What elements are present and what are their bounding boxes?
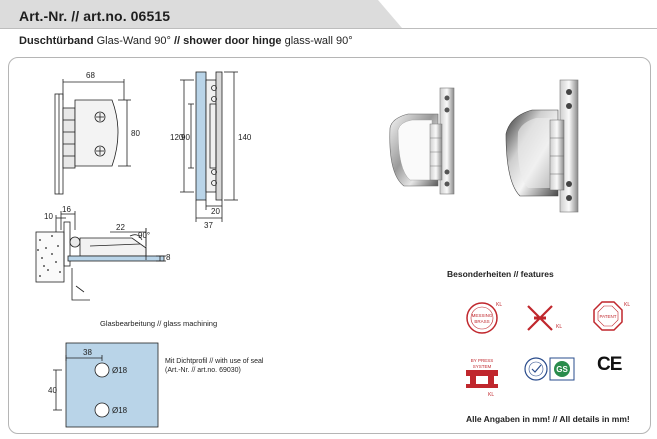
badge-patent-text: PATENT xyxy=(599,314,616,319)
all-details-note: Alle Angaben in mm! // All details in mm… xyxy=(466,414,630,424)
hole-bottom xyxy=(94,402,110,418)
badge-messing-text: MESSING xyxy=(472,313,493,318)
badge-test-seal xyxy=(524,357,548,381)
badge-press-system: BY PRESS SYSTEM KL xyxy=(466,358,498,398)
badge-patent: PATENT KL xyxy=(593,301,630,331)
badge-kl-4: KL xyxy=(488,392,494,398)
title-en-rest: glass-wall 90° xyxy=(281,35,353,47)
front-clamp-body xyxy=(74,99,119,167)
side-glass xyxy=(195,71,207,201)
title-de-rest: Glas-Wand 90° xyxy=(93,35,171,47)
dim-10: 10 xyxy=(44,212,53,221)
dim-90deg: 90° xyxy=(138,231,150,240)
product-title: Duschtürband Glas-Wand 90° // shower doo… xyxy=(19,35,353,47)
glass-panel xyxy=(65,342,159,428)
dim-90: 90 xyxy=(181,133,190,142)
dim-16: 16 xyxy=(62,205,71,214)
product-photo-2 xyxy=(505,79,579,213)
top-pivot xyxy=(69,236,81,248)
badge-press-line2: SYSTEM xyxy=(473,364,492,369)
top-clamp xyxy=(79,237,147,257)
badge-press-line1: BY PRESS xyxy=(471,358,493,363)
badge-kl-1: KL xyxy=(496,302,502,308)
product-photo-1 xyxy=(389,87,455,195)
dim-140: 140 xyxy=(238,133,252,142)
dim-80: 80 xyxy=(131,129,140,138)
features-heading: Besonderheiten // features xyxy=(447,269,554,279)
header-bar: Art.-Nr. // art.no. 06515 xyxy=(0,0,657,30)
header-bar-shape xyxy=(0,0,657,29)
dim-20: 20 xyxy=(211,207,220,216)
badge-brass-text: BRASS xyxy=(474,319,489,324)
front-knuckle xyxy=(62,107,76,169)
dim-120: 120 xyxy=(170,133,184,142)
dim-68: 68 xyxy=(86,71,95,80)
top-glass xyxy=(67,255,165,262)
badge-tools: KL xyxy=(527,305,562,331)
title-en-bold: shower door hinge xyxy=(183,35,282,47)
dim-22: 22 xyxy=(116,223,125,232)
dim-38: 38 xyxy=(83,348,92,357)
seal-note-line2: (Art.-Nr. // art.no. 69030) xyxy=(165,367,241,374)
seal-note: Mit Dichtprofil // with use of seal (Art… xyxy=(165,357,263,375)
hole-top xyxy=(94,362,110,378)
side-wall-plate xyxy=(215,71,223,201)
seal-note-line1: Mit Dichtprofil // with use of seal xyxy=(165,358,264,365)
dim-8: 8 xyxy=(166,253,171,262)
badge-ce: CE xyxy=(597,354,622,375)
badge-gs: GS xyxy=(549,357,575,381)
badge-gs-text: GS xyxy=(556,365,568,374)
glass-machining-label: Glasbearbeitung // glass machining xyxy=(100,319,218,328)
hole-label-bottom: Ø18 xyxy=(112,406,128,415)
badge-kl-2: KL xyxy=(556,324,562,330)
title-separator: // xyxy=(170,35,184,47)
article-number: Art.-Nr. // art.no. 06515 xyxy=(19,8,171,24)
dim-40: 40 xyxy=(48,386,57,395)
hole-label-top: Ø18 xyxy=(112,366,128,375)
badge-kl-3: KL xyxy=(624,302,630,308)
badge-messing-brass: MESSING BRASS KL xyxy=(466,302,502,334)
title-de-bold: Duschtürband xyxy=(19,35,94,47)
dim-37: 37 xyxy=(204,221,213,230)
